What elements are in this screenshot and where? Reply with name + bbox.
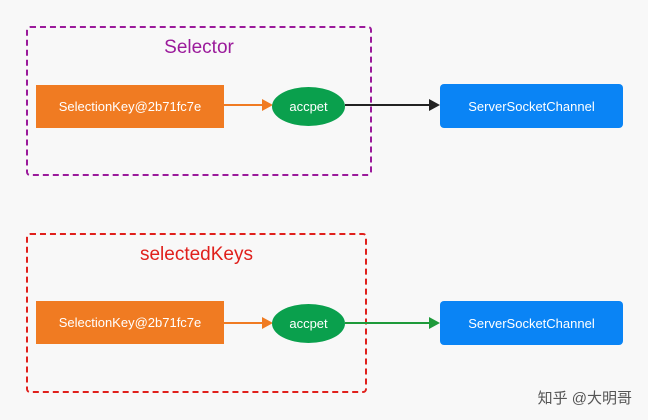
selector-group: Selector — [26, 26, 372, 176]
selected-keys-server-socket-channel-node: ServerSocketChannel — [440, 301, 623, 345]
watermark: 知乎 @大明哥 — [537, 390, 632, 407]
selected-keys-accept-event-node: accpet — [272, 304, 345, 343]
selector-accept-event-node: accpet — [272, 87, 345, 126]
selected-keys-event-to-channel-arrowhead — [429, 317, 440, 329]
selector-event-to-channel-connector — [345, 104, 431, 106]
selector-selection-key-node: SelectionKey@2b71fc7e — [36, 85, 224, 128]
selected-keys-key-to-event-arrowhead — [262, 317, 273, 329]
selected-keys-event-to-channel-connector — [345, 322, 431, 324]
selector-title: Selector — [164, 37, 234, 58]
selected-keys-title: selectedKeys — [139, 244, 253, 265]
selector-server-socket-channel-node: ServerSocketChannel — [440, 84, 623, 128]
selected-keys-key-to-event-connector — [224, 322, 264, 324]
selector-event-to-channel-arrowhead — [429, 99, 440, 111]
selected-keys-selection-key-node: SelectionKey@2b71fc7e — [36, 301, 224, 344]
selector-key-to-event-arrowhead — [262, 99, 273, 111]
selected-keys-group: selectedKeys — [26, 233, 367, 393]
selector-key-to-event-connector — [224, 104, 264, 106]
